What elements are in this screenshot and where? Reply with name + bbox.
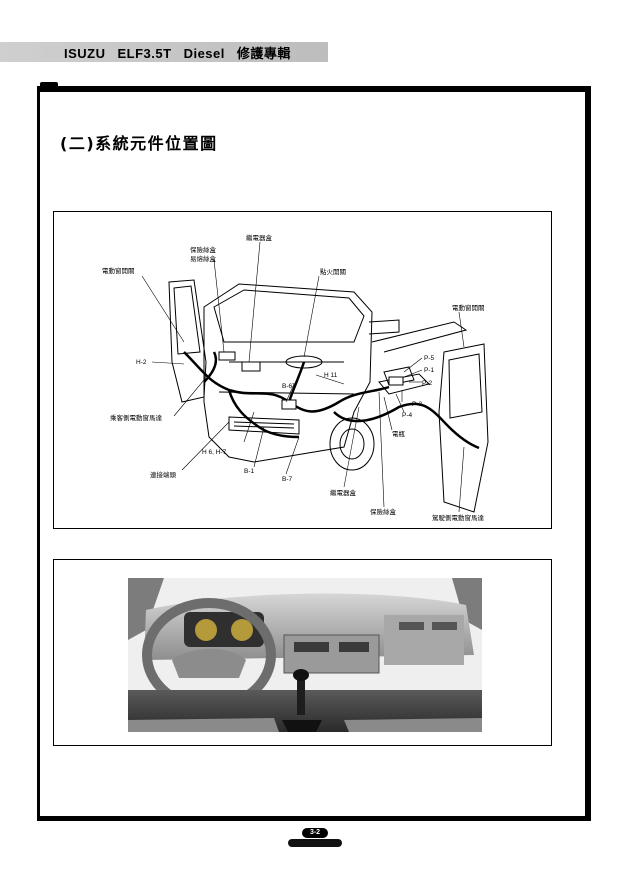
publisher-logo	[288, 839, 342, 847]
label-power-window-switch-right: 電動窗開關	[452, 303, 485, 312]
label-b67: B-67	[282, 383, 296, 390]
label-driver-window-motor: 駕駛側電動窗馬達	[432, 513, 485, 522]
header-model: ELF3.5T	[117, 46, 172, 61]
right-door	[438, 343, 489, 513]
label-p4: P-4	[402, 412, 413, 419]
label-fuse-box-bottom: 保險絲盒	[370, 507, 397, 516]
label-fuse-box: 保險絲盒	[190, 245, 217, 254]
label-h2: H-2	[136, 359, 147, 366]
truck-wiring-drawing: 繼電器盒 保險絲盒 易熔絲盒 電動窗開關 點火開關 電動窗開關 H-2 B-67…	[102, 233, 489, 522]
label-ignition-switch: 點火開關	[320, 267, 346, 276]
left-door	[168, 279, 207, 403]
relay-box-part	[241, 361, 261, 372]
label-h11: H 11	[324, 372, 338, 379]
label-connector: 連接端頭	[150, 470, 177, 479]
section-title: (二)系統元件位置圖	[60, 134, 218, 153]
windshield	[213, 289, 365, 343]
grille	[228, 416, 300, 435]
frame-rail	[368, 319, 400, 335]
label-b7: B-7	[282, 476, 293, 483]
wiring-harness	[183, 351, 480, 450]
label-b1: B-1	[244, 468, 255, 475]
label-relay-box-top: 繼電器盒	[246, 233, 273, 242]
label-h6-h7: H 6, H-7	[202, 449, 227, 456]
component-location-diagram: 繼電器盒 保險絲盒 易熔絲盒 電動窗開關 點火開關 電動窗開關 H-2 B-67…	[53, 211, 552, 529]
label-p5: P-5	[424, 355, 435, 362]
label-fusible-link-box: 易熔絲盒	[190, 254, 217, 263]
label-p1: P-1	[424, 367, 435, 374]
header-engine: Diesel	[183, 46, 225, 61]
label-p3: P-3	[412, 401, 423, 408]
header-band	[0, 42, 328, 62]
corner-tab-icon	[40, 82, 58, 92]
header-subtitle: 修護專輯	[236, 47, 291, 62]
label-relay-box-bottom: 繼電器盒	[330, 488, 357, 497]
fuse-box-part	[218, 351, 236, 361]
label-passenger-window-motor: 乘客側電動窗馬達	[110, 413, 163, 422]
page-number: 3-2	[302, 828, 328, 838]
dashboard-photo-frame	[53, 559, 552, 746]
label-power-window-switch-left: 電動窗開關	[102, 266, 135, 275]
content-frame	[37, 86, 591, 821]
front-wheel	[329, 417, 375, 471]
page-header: ISUZU ELF3.5T Diesel 修護專輯	[64, 43, 291, 62]
label-battery: 電瓶	[392, 430, 406, 438]
dashboard-photo	[128, 578, 482, 732]
label-p2: P-2	[422, 380, 433, 387]
header-brand: ISUZU	[64, 46, 106, 61]
